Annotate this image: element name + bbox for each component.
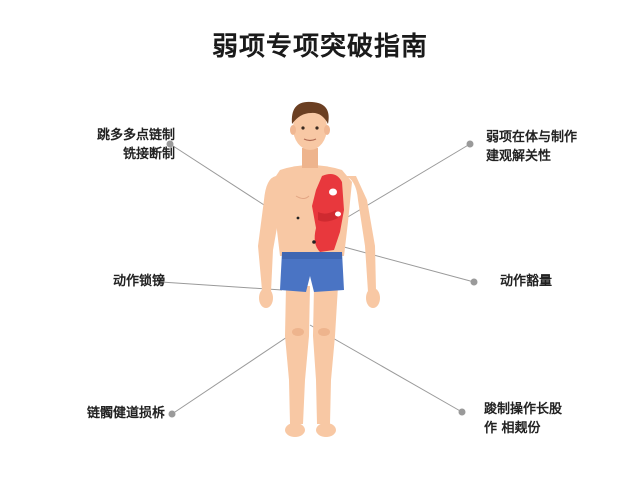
callout-right-bottom: 踆制操作长股 作 相觌份 — [484, 400, 562, 438]
callout-left-top-line2: 铣接断制 — [122, 147, 175, 162]
head — [293, 106, 327, 150]
connector-right-bottom — [309, 324, 463, 413]
callout-right-top: 弱项在体与制作 建观解关性 — [486, 128, 577, 166]
shorts — [280, 252, 344, 292]
weak-area-highlight — [312, 174, 344, 252]
callout-left-bottom: 链髑健道损柝 — [87, 404, 165, 423]
callout-right-top-line2: 建观解关性 — [486, 149, 552, 164]
callout-right-bottom-line2: 作 相觌份 — [484, 421, 541, 436]
callout-left-middle: 动作锁镑 — [113, 272, 165, 291]
left-hand — [259, 288, 273, 308]
right-foot — [316, 423, 336, 437]
callout-right-bottom-line1: 踆制操作长股 — [484, 402, 563, 417]
callout-left-top: 跳多多点链制 铣接断制 — [97, 126, 175, 164]
callout-left-top-line1: 跳多多点链制 — [96, 128, 175, 143]
callout-right-middle-line1: 动作豁量 — [500, 274, 553, 289]
left-foot — [285, 423, 305, 437]
neck — [302, 148, 318, 168]
legs — [285, 286, 338, 437]
waistband — [282, 252, 342, 259]
dot-right-middle — [470, 278, 478, 286]
right-hand — [366, 288, 380, 308]
callout-left-middle-line1: 动作锁镑 — [112, 274, 165, 289]
connector-left-middle — [160, 281, 283, 291]
hair — [291, 101, 329, 124]
callout-left-bottom-line1: 链髑健道损柝 — [86, 406, 165, 421]
dot-left-middle — [157, 278, 165, 286]
callout-right-middle: 动作豁量 — [500, 272, 552, 291]
dot-left-bottom — [168, 410, 176, 418]
dot-right-top — [466, 140, 474, 148]
page-title: 弱项专项突破指南 — [211, 32, 428, 62]
dot-left-top — [166, 140, 174, 148]
dot-right-bottom — [458, 408, 466, 416]
callout-right-top-line1: 弱项在体与制作 — [486, 130, 578, 145]
connector-right-top — [325, 143, 471, 231]
